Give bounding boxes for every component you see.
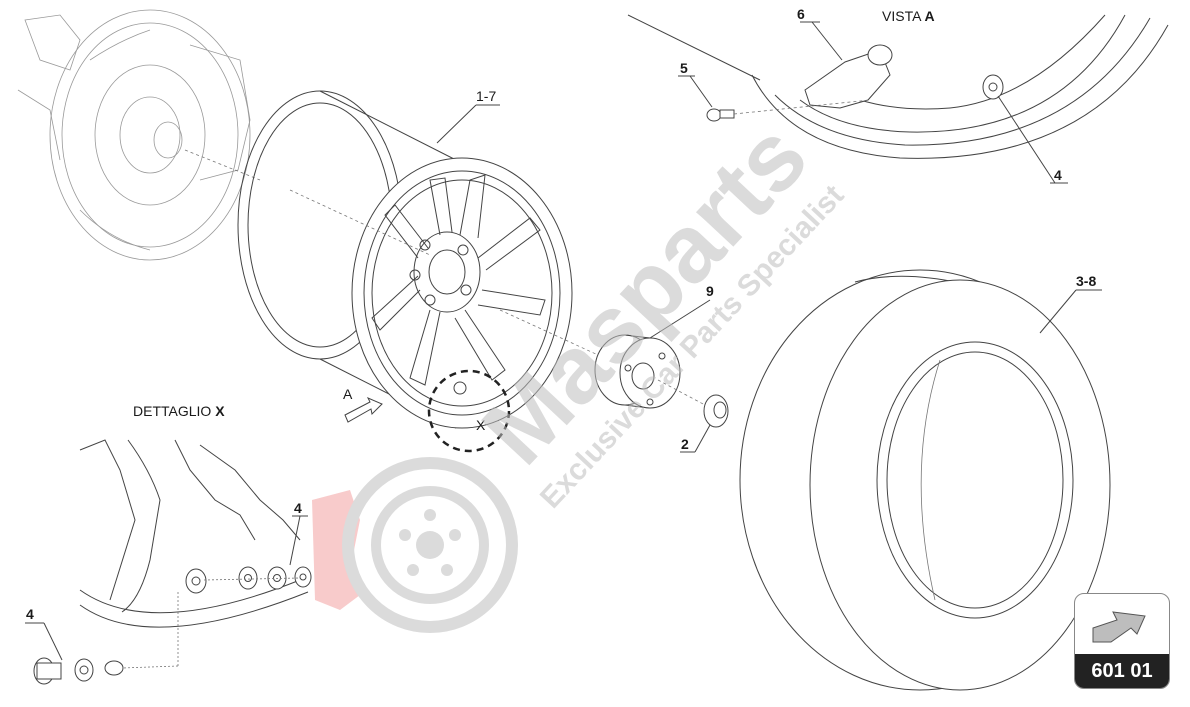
arrow-icon: [1092, 611, 1146, 643]
brake-assembly: [17, 9, 251, 261]
brake-disc-logo-icon: [312, 457, 518, 633]
callout-valve-detail-left: 4: [26, 606, 34, 622]
callout-valve-detail-top: 4: [294, 500, 302, 516]
view-arrow-label: A: [343, 386, 353, 402]
detail-circle: [427, 369, 511, 453]
wheel-rim: [237, 90, 573, 429]
vista-a-label: VISTA A: [882, 8, 935, 24]
callout-screw: 5: [680, 60, 688, 76]
valve-screw: [706, 108, 735, 122]
vista-a-view: [627, 14, 1169, 159]
callout-hubcap: 9: [706, 283, 714, 299]
callout-tyre: 3-8: [1076, 273, 1096, 289]
callout-line-tyre: [1039, 289, 1077, 334]
callout-line-detail-left: [43, 622, 63, 661]
callout-line-valve: [997, 95, 1056, 184]
detail-label: DETTAGLIO X: [133, 403, 225, 419]
callout-line-sensor: [811, 21, 843, 61]
detail-circle-label: X: [476, 417, 486, 433]
callout-line-detail-top: [289, 515, 301, 566]
callout-nut: 2: [681, 436, 689, 452]
callout-wheel: 1-7: [476, 88, 496, 104]
callout-line-wheel: [436, 104, 477, 144]
wheel-nut: [703, 394, 729, 428]
view-arrow-a: A: [343, 386, 383, 423]
detail-x-view: [33, 437, 312, 685]
callout-sensor: 6: [797, 6, 805, 22]
page-number: 601 01: [1075, 654, 1169, 688]
callout-line-hubcap: [649, 299, 711, 339]
hub-cap: [594, 334, 681, 409]
tyre: [739, 269, 1111, 691]
page-badge: 601 01: [1074, 593, 1170, 689]
callout-valve-view: 4: [1054, 167, 1062, 183]
axis-line: [184, 149, 261, 181]
axis-line-2: [289, 189, 431, 256]
